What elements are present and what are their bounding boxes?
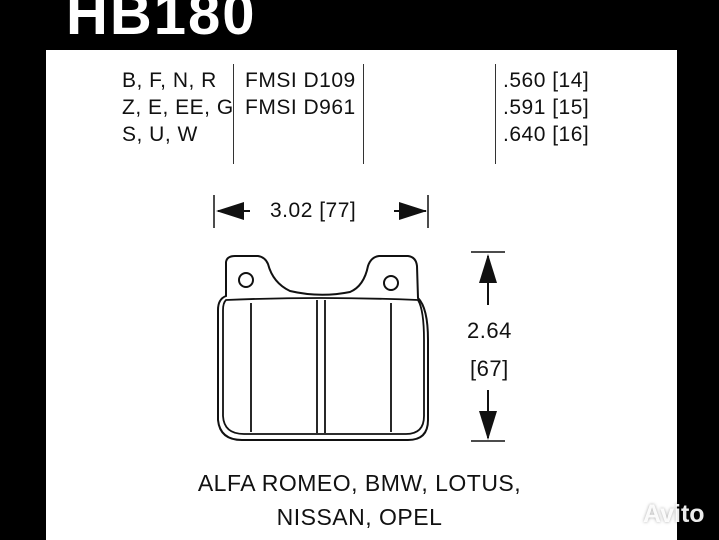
thickness-line: .591 [15] <box>503 96 590 119</box>
watermark-dot <box>624 510 638 524</box>
arrow-down-icon <box>479 411 497 440</box>
backing-plate-outline <box>217 255 429 441</box>
compound-line: S, U, W <box>122 123 198 146</box>
column-divider <box>233 64 234 164</box>
thickness-list: .560 [14] .591 [15] .640 [16] <box>503 67 589 148</box>
fmsi-line: FMSI D109 <box>245 69 356 92</box>
width-dimension-label: 3.02 [77] <box>270 199 357 222</box>
watermark-dot <box>626 498 634 506</box>
compound-line: B, F, N, R <box>122 69 217 92</box>
thickness-line: .640 [16] <box>503 123 590 146</box>
watermark-dot <box>615 505 625 515</box>
compound-list: B, F, N, R Z, E, EE, G S, U, W <box>122 67 234 148</box>
application-line: ALFA ROMEO, BMW, LOTUS, <box>197 470 522 496</box>
column-divider <box>363 64 364 164</box>
fmsi-list: FMSI D109 FMSI D961 <box>245 67 356 121</box>
height-dimension-inch-label: 2.64 <box>467 318 512 343</box>
height-dimension-mm-label: [67] <box>470 356 509 381</box>
arrow-up-icon <box>479 254 497 283</box>
arrow-left-icon <box>216 202 244 220</box>
arrow-right-icon <box>399 202 427 220</box>
compound-line: Z, E, EE, G <box>122 96 234 119</box>
mounting-hole-left <box>238 272 254 288</box>
column-divider <box>495 64 496 164</box>
fmsi-line: FMSI D961 <box>245 96 356 119</box>
mounting-hole-right <box>383 275 399 291</box>
part-number-title: HB180 <box>66 0 257 47</box>
application-line: NISSAN, OPEL <box>276 504 443 530</box>
friction-material-outline <box>222 297 425 435</box>
avito-watermark: Avito <box>643 500 705 528</box>
thickness-line: .560 [14] <box>503 69 590 92</box>
